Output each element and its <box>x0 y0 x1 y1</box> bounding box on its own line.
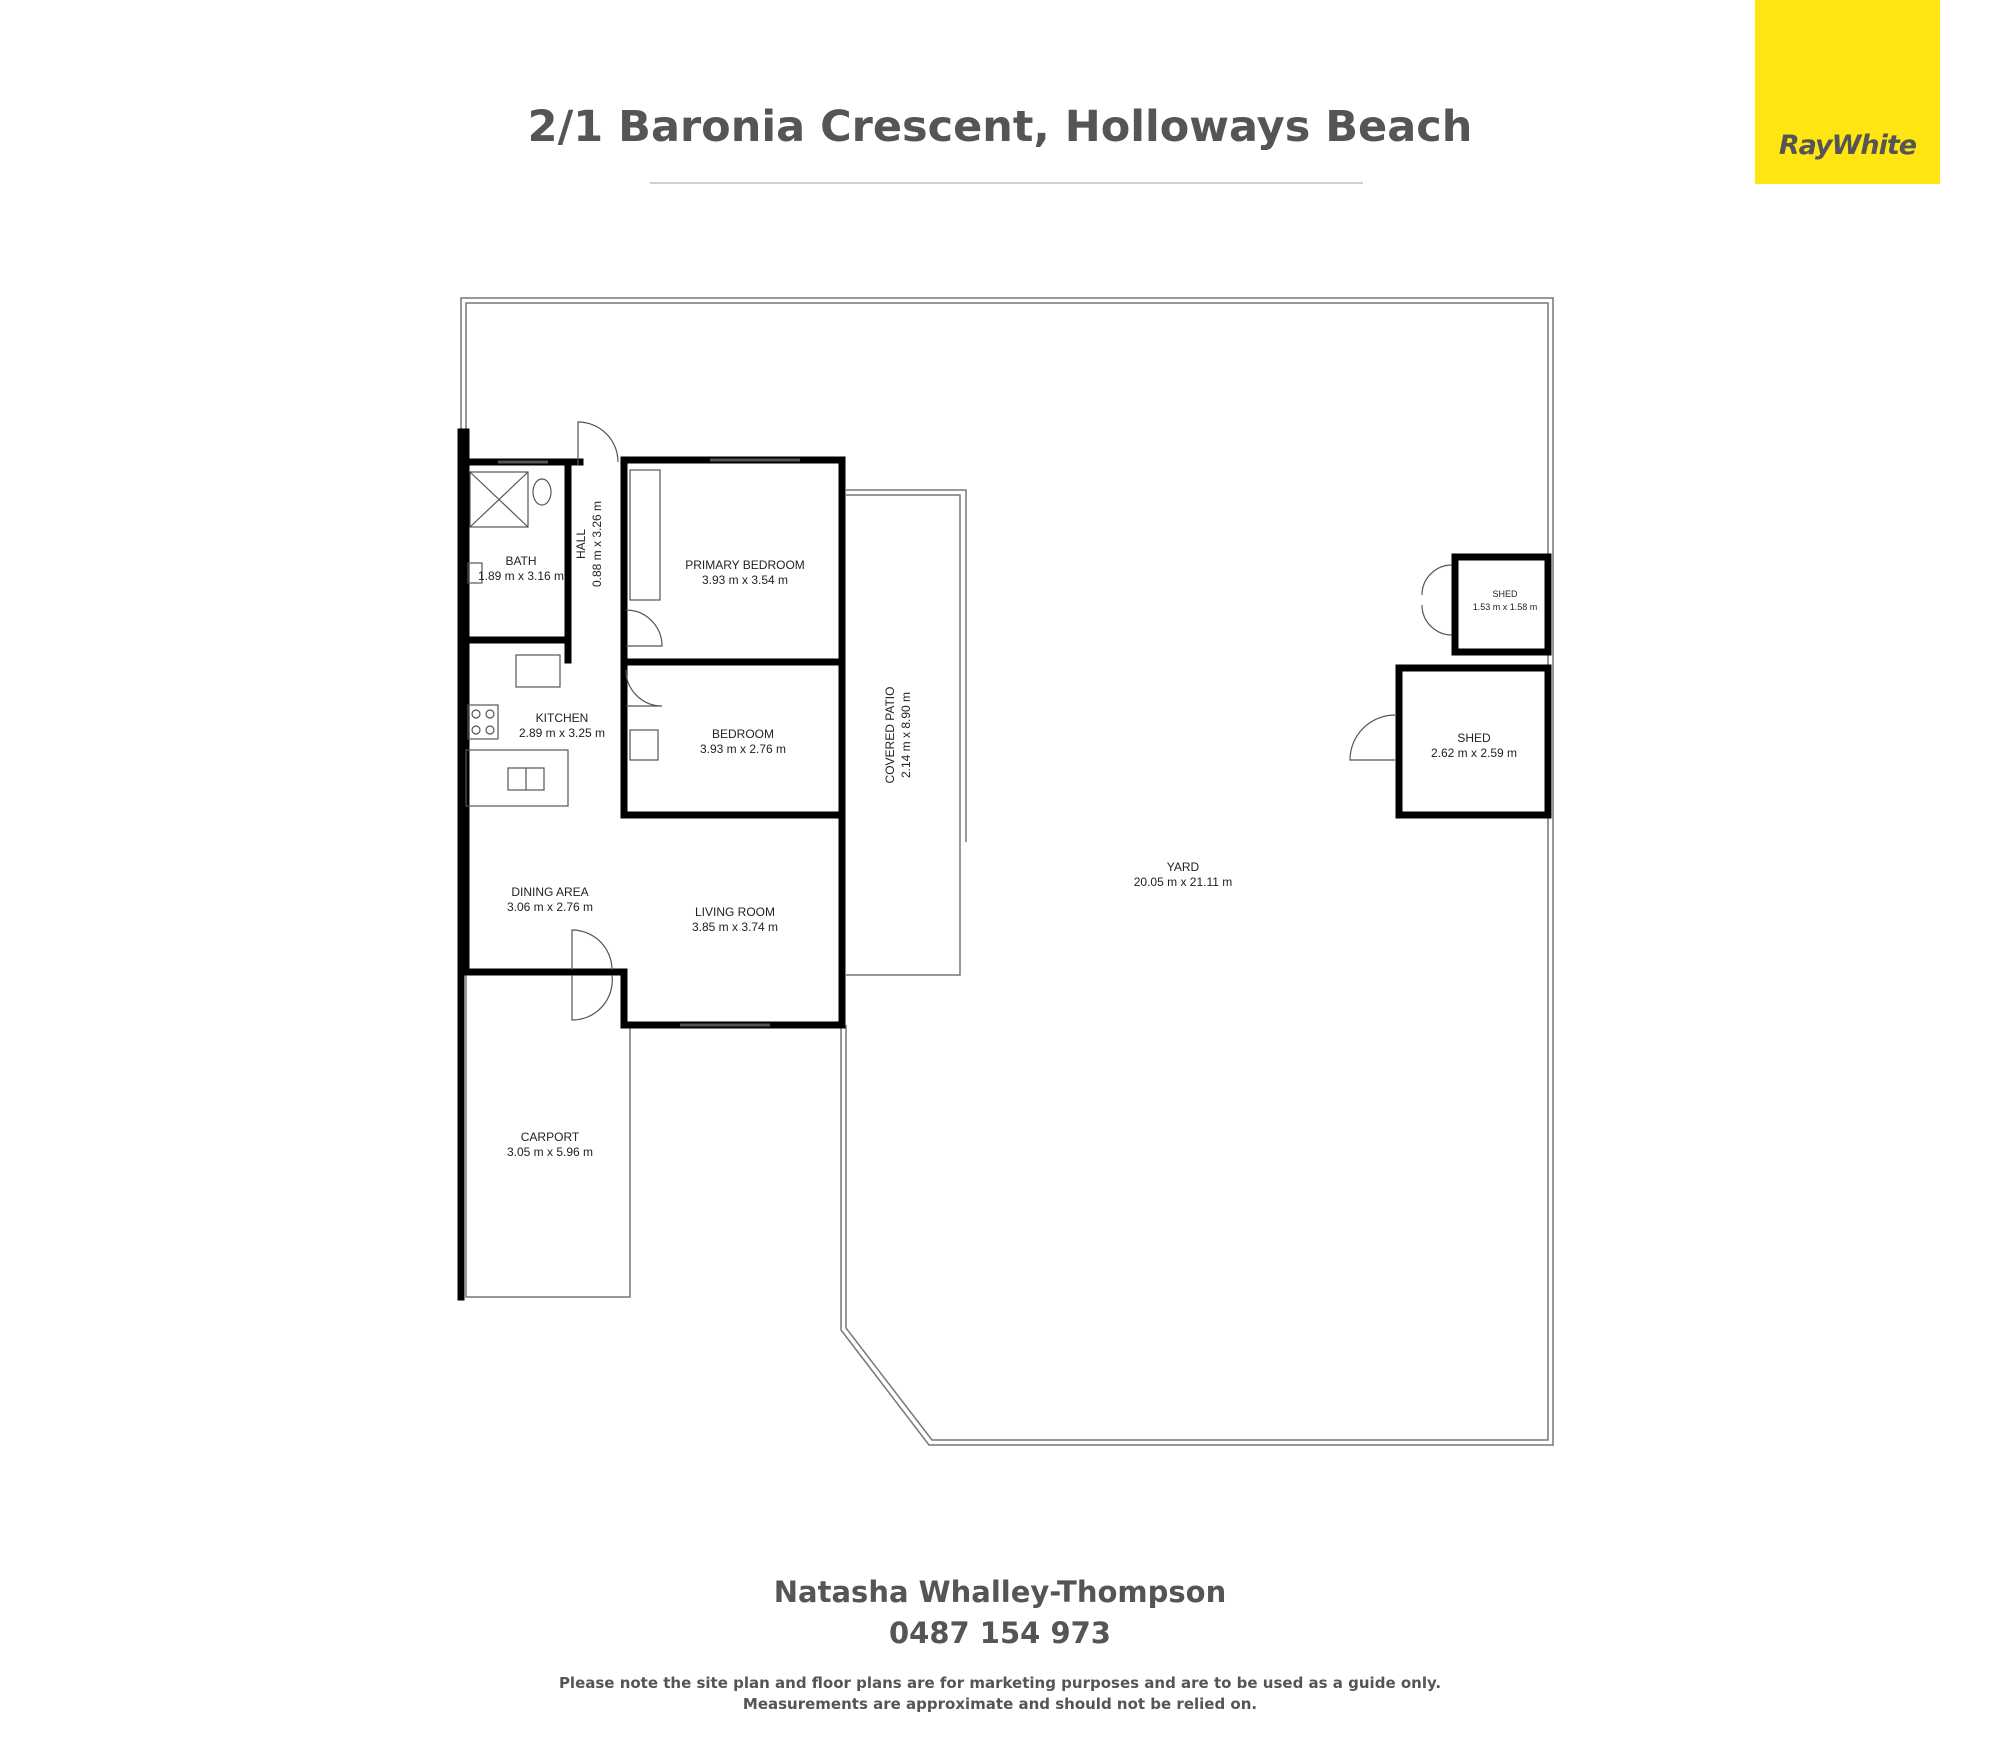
wardrobe-bedroom <box>629 729 659 761</box>
house-exterior-wall <box>462 428 846 1029</box>
cooktop-fixture <box>467 704 499 740</box>
room-labels: BATH 1.89 m x 3.16 m HALL 0.88 m x 3.26 … <box>478 501 1537 1159</box>
living-room-size: 3.85 m x 3.74 m <box>692 920 778 934</box>
page-title: 2/1 Baronia Crescent, Holloways Beach <box>527 102 1473 152</box>
carport-label: CARPORT <box>521 1130 580 1144</box>
primary-bedroom-size: 3.93 m x 3.54 m <box>702 573 788 587</box>
bedroom-label: BEDROOM <box>712 727 774 741</box>
vanity-fixture <box>467 562 483 584</box>
primary-bedroom-label: PRIMARY BEDROOM <box>685 558 805 572</box>
site-boundary-outer <box>460 297 1554 1446</box>
disclaimer-line-1: Please note the site plan and floor plan… <box>558 1674 1442 1692</box>
wardrobe-primary <box>629 469 661 601</box>
shed-large-walls <box>1395 664 1552 819</box>
dining-area-size: 3.06 m x 2.76 m <box>507 900 593 914</box>
shower-fixture <box>469 471 529 528</box>
living-room-label: LIVING ROOM <box>695 905 775 919</box>
fridge-space <box>515 654 561 688</box>
door-swing-shed-small <box>1421 564 1453 636</box>
covered-patio-size: 2.14 m x 8.90 m <box>899 692 913 778</box>
shed-small-size: 1.53 m x 1.58 m <box>1473 602 1538 612</box>
shed-large-size: 2.62 m x 2.59 m <box>1431 746 1517 760</box>
toilet-fixture <box>532 478 552 506</box>
door-swing-bedroom <box>625 669 663 707</box>
door-swing-hall-north <box>577 421 619 465</box>
disclaimer-line-2: Measurements are approximate and should … <box>742 1695 1258 1713</box>
site-boundary-inner <box>465 302 1549 1441</box>
ray-white-logo[interactable]: RayWhite <box>1755 0 1940 184</box>
patio-outline <box>846 494 961 976</box>
carport-size: 3.05 m x 5.96 m <box>507 1145 593 1159</box>
yard-label: YARD <box>1167 860 1200 874</box>
logo-text: RayWhite <box>1778 130 1917 161</box>
door-swing-shed-large <box>1349 714 1396 761</box>
hall-size: 0.88 m x 3.26 m <box>590 501 604 587</box>
title-divider <box>650 182 1363 184</box>
kitchen-island <box>465 749 569 807</box>
shed-small-label: SHED <box>1492 589 1518 599</box>
door-swing-entry <box>571 974 613 1021</box>
carport-boundary <box>465 970 631 1298</box>
shed-large-label: SHED <box>1457 731 1491 745</box>
agent-phone[interactable]: 0487 154 973 <box>889 1616 1111 1650</box>
hall-label: HALL <box>574 529 588 559</box>
shed-small-walls <box>1451 553 1552 656</box>
covered-patio-label: COVERED PATIO <box>883 687 897 784</box>
door-swing-primary <box>625 609 663 647</box>
door-swing-dining <box>571 929 613 971</box>
agent-name: Natasha Whalley-Thompson <box>773 1575 1227 1609</box>
bedroom-size: 3.93 m x 2.76 m <box>700 742 786 756</box>
dining-area-label: DINING AREA <box>511 885 588 899</box>
kitchen-label: KITCHEN <box>536 711 589 725</box>
kitchen-size: 2.89 m x 3.25 m <box>519 726 605 740</box>
bath-size: 1.89 m x 3.16 m <box>478 569 564 583</box>
yard-size: 20.05 m x 21.11 m <box>1134 875 1233 889</box>
bath-label: BATH <box>505 554 536 568</box>
patio-outline-inner <box>846 489 967 842</box>
